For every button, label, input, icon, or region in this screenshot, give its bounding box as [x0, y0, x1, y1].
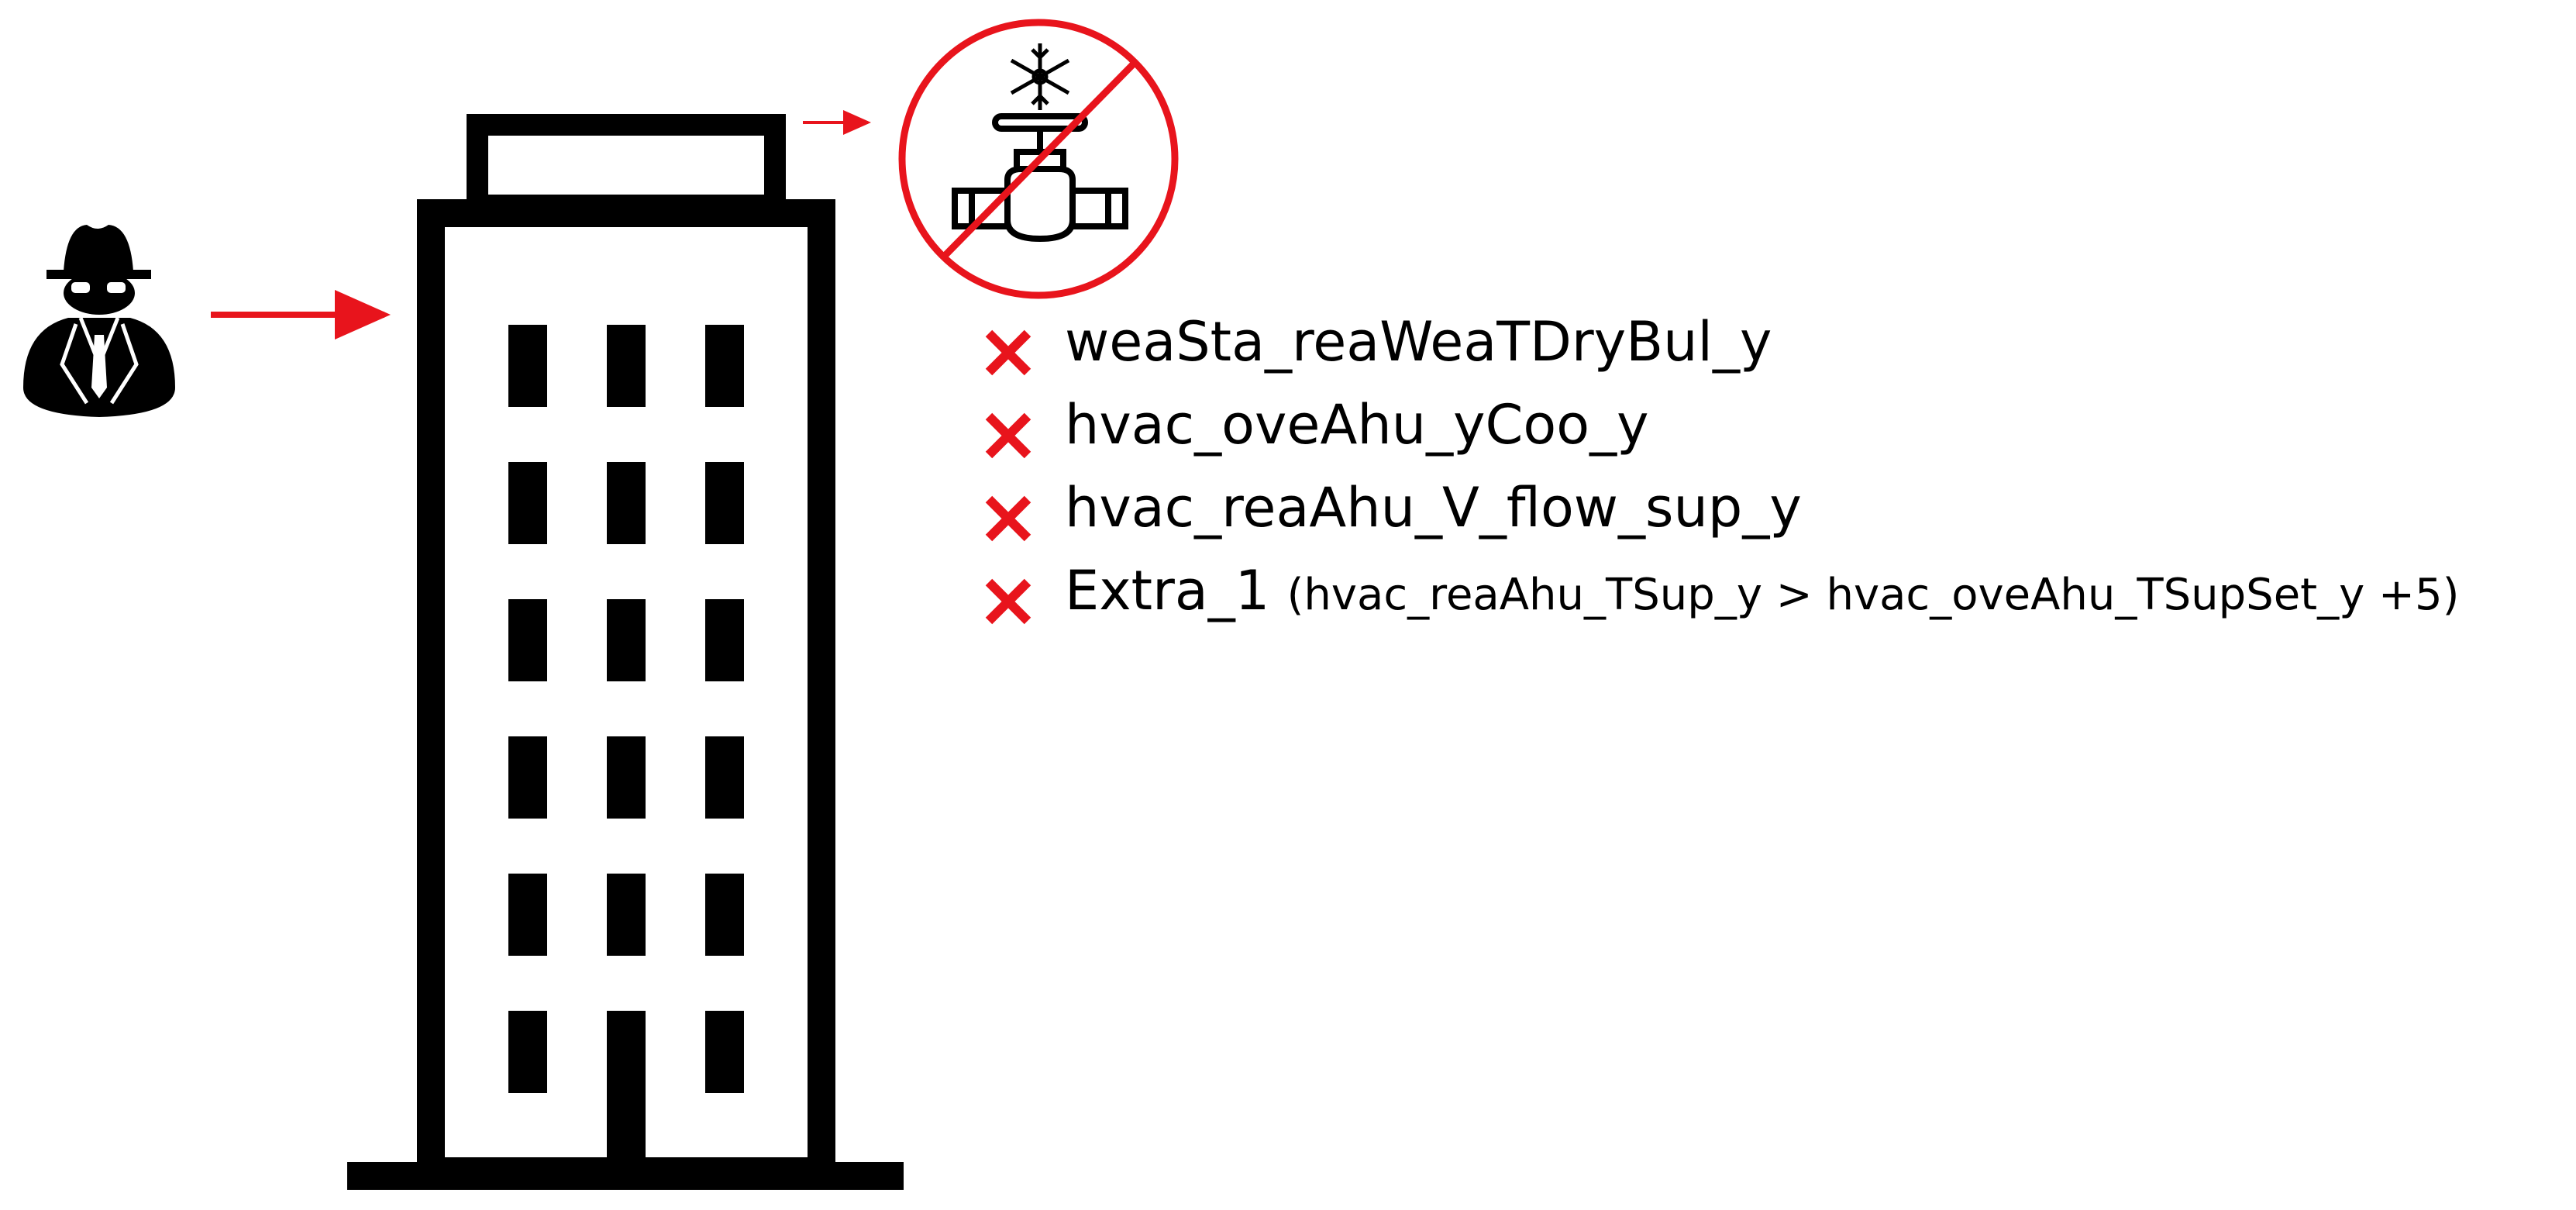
variable-label: hvac_oveAhu_yCoo_y — [1065, 389, 1649, 460]
building-window — [508, 325, 547, 407]
variable-label: hvac_reaAhu_V_flow_sup_y — [1065, 472, 1802, 543]
building-window — [705, 736, 744, 819]
building-window — [705, 874, 744, 956]
variable-condition: (hvac_reaAhu_TSup_y > hvac_oveAhu_TSupSe… — [1286, 570, 2460, 620]
variable-name: Extra_1 — [1065, 559, 1270, 622]
x-mark-icon — [985, 495, 1031, 542]
x-mark-icon — [985, 578, 1031, 625]
variable-name: hvac_oveAhu_yCoo_y — [1065, 393, 1649, 457]
x-mark-icon — [985, 329, 1031, 376]
cooling-valve-icon — [952, 43, 1128, 243]
variable-label: Extra_1 (hvac_reaAhu_TSup_y > hvac_oveAh… — [1065, 555, 2459, 631]
spy-icon — [23, 225, 175, 417]
building-window — [508, 1011, 547, 1093]
building-window — [705, 462, 744, 544]
building-icon — [347, 114, 904, 1190]
variable-name: weaSta_reaWeaTDryBul_y — [1065, 310, 1772, 374]
building-window — [508, 599, 547, 681]
building-window — [607, 325, 646, 407]
building-window — [508, 462, 547, 544]
building-window — [508, 736, 547, 819]
building-window — [607, 874, 646, 956]
x-mark-icon — [985, 412, 1031, 459]
building-window — [705, 599, 744, 681]
building-window — [508, 874, 547, 956]
building-window — [705, 325, 744, 407]
building-window — [607, 462, 646, 544]
snowflake-icon — [1010, 43, 1070, 110]
prohibited-icon — [898, 19, 1179, 299]
building-window — [607, 736, 646, 819]
variable-label: weaSta_reaWeaTDryBul_y — [1065, 306, 1772, 377]
variable-name: hvac_reaAhu_V_flow_sup_y — [1065, 476, 1802, 540]
building-window — [607, 599, 646, 681]
building-window — [705, 1011, 744, 1093]
